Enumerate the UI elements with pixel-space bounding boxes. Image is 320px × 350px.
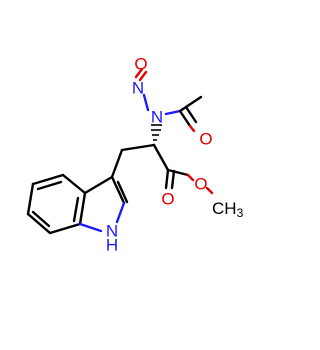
bond (26, 182, 35, 216)
bond (188, 124, 196, 133)
n-nitroso-acetamide-group (134, 67, 203, 133)
indole-hydrogen-label: H (106, 236, 118, 255)
bond (31, 173, 65, 186)
bond (205, 186, 214, 195)
bond (178, 109, 192, 128)
bond (152, 143, 170, 172)
bond (83, 175, 114, 195)
bond (116, 180, 129, 204)
indole-pyrrole-ring (78, 175, 129, 233)
methoxy-ch: CH (212, 199, 237, 218)
ester-carbonyl-oxygen-label: O (161, 190, 174, 209)
nitroso-nitrogen-label: N (132, 79, 144, 98)
bond (164, 109, 182, 116)
bond (72, 196, 80, 223)
stereo-hashed-wedge (151, 124, 162, 147)
bond (120, 143, 156, 152)
bond (110, 148, 124, 179)
bond (61, 173, 87, 195)
amide-nitrogen-label: N (151, 108, 163, 127)
methoxy-subscript: 3 (237, 206, 244, 220)
bond (170, 169, 176, 190)
bond (48, 222, 82, 235)
bond (78, 191, 87, 226)
bond (36, 180, 63, 191)
bond (164, 168, 170, 190)
bond (178, 95, 203, 113)
indole-nitrogen-label: N (106, 222, 118, 241)
side-chain (110, 124, 170, 179)
bond (110, 175, 126, 205)
molecule-structure-diagram: O N N O O O CH3 N H (26, 55, 244, 255)
bond (115, 201, 126, 224)
methoxy-label: CH3 (212, 199, 244, 221)
ester-oxygen-label: O (194, 175, 207, 194)
nitroso-oxygen-label: O (134, 55, 147, 74)
bond (26, 212, 52, 235)
bond (166, 168, 190, 177)
bond (186, 173, 195, 182)
bond (78, 222, 103, 233)
bond (184, 105, 198, 124)
acetyl-oxygen-label: O (199, 130, 212, 149)
bond (138, 70, 148, 82)
bond (142, 93, 150, 112)
indole-benzene-ring (26, 173, 87, 235)
bond (31, 210, 51, 228)
bond (134, 67, 144, 79)
methyl-ester-group (164, 168, 214, 195)
